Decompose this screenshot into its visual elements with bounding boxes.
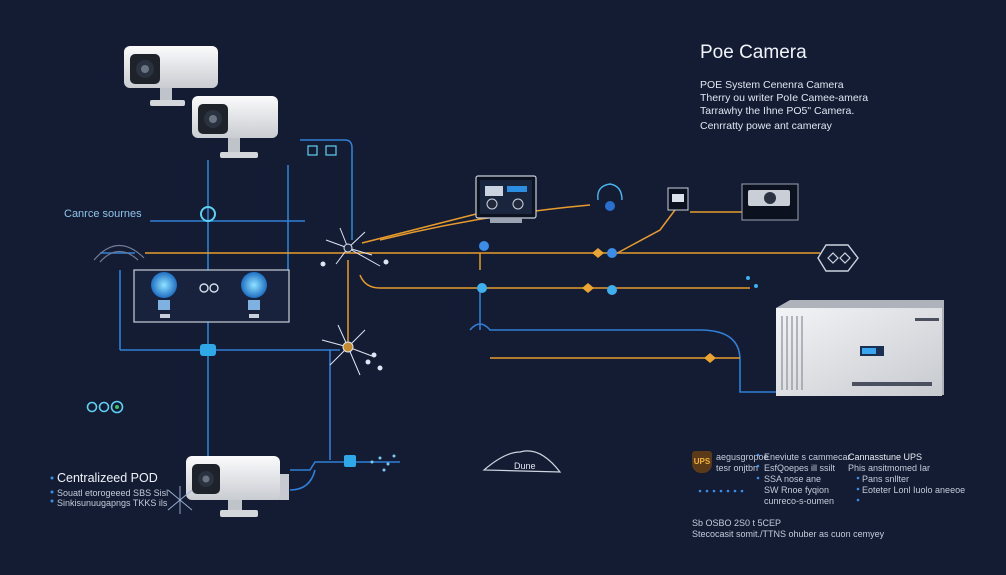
poe-camera-1 xyxy=(124,46,218,106)
signal-arc-icon xyxy=(93,244,145,263)
ups-col4: Eoteter Lonl Iuolo aneeoe xyxy=(862,485,966,495)
ups-dot-rows xyxy=(50,453,860,503)
link-icon xyxy=(307,145,337,156)
ups-logo-icon: UPS xyxy=(692,451,712,473)
ups-col1-line-1: aegusgropoe xyxy=(716,452,769,462)
header-line-3: Tarrawhy the Ihne PO5" Camera. xyxy=(700,105,855,117)
pod-label: Centralizeed POD xyxy=(57,471,158,485)
ups-col2-line-5: cunreco-s-oumen xyxy=(764,496,835,506)
ups-col2-line-4: SW Rnoe fyqion xyxy=(764,485,830,495)
sparkle-node-2 xyxy=(321,324,383,376)
signal-dots xyxy=(370,454,396,472)
orange-wires xyxy=(145,204,820,359)
switch-hex-icon xyxy=(746,244,859,288)
header-line-2: Therry ou writer PoIe Camee-amera xyxy=(700,92,869,104)
nvr-monitor xyxy=(475,175,537,223)
pod-panel xyxy=(133,269,290,323)
poe-camera-2 xyxy=(192,96,278,158)
mountain-icon xyxy=(482,450,562,473)
page-title: Poe Camera xyxy=(700,42,807,63)
poe-camera-3 xyxy=(186,456,289,517)
camera-module xyxy=(667,183,799,221)
ups-unit xyxy=(776,300,944,396)
ups-col3-line-1: Cannasstune UPS xyxy=(848,452,923,462)
ups-col3-line-3: Pans snllter xyxy=(862,474,910,484)
ups-col3-line-2: Phis ansitmomed Iar xyxy=(848,463,931,473)
ups-col1-line-2: tesr onjtbn xyxy=(716,463,759,473)
ups-col2-line-2: EsfQoepes ill ssilt xyxy=(764,463,836,473)
burst-icon xyxy=(167,486,193,514)
pod-note-2: Sinkisunuugapngs TKKS ils xyxy=(57,498,168,508)
cloud-label: Dune xyxy=(514,461,536,471)
network-cloud-icon xyxy=(597,183,623,211)
header-line-1: POE System Cenenra Camera xyxy=(700,79,844,91)
sparkle-node-1 xyxy=(320,227,389,267)
header-subtitle: Cenrratty powe ant cameray xyxy=(700,120,832,132)
status-rings-icon xyxy=(86,400,124,414)
ups-col2-line-3: SSA nose ane xyxy=(764,474,822,484)
ups-footer-1: Sb OSBO 2S0 t 5CEP xyxy=(692,518,782,528)
connector-nodes xyxy=(200,206,716,467)
ups-col2-line-1: Eneviute s cammecar xyxy=(764,452,851,462)
source-label: Canrce sournes xyxy=(64,208,142,220)
pod-note-1: Souatl etorogeeed SBS Sisl xyxy=(57,488,169,498)
blue-wires xyxy=(100,139,780,491)
ups-footer-2: Stecocasit somit./TTNS ohuber as cuon ce… xyxy=(692,529,885,539)
